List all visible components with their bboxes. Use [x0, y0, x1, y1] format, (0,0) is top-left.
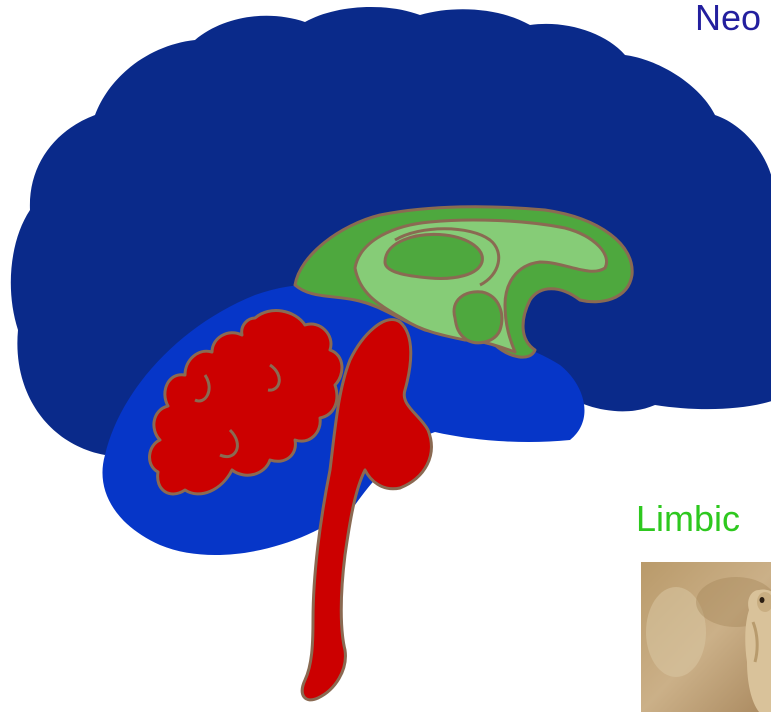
- limbic-loop-upper: [385, 234, 482, 278]
- meerkat-photo: [641, 562, 771, 712]
- limbic-loop-lower: [454, 292, 502, 343]
